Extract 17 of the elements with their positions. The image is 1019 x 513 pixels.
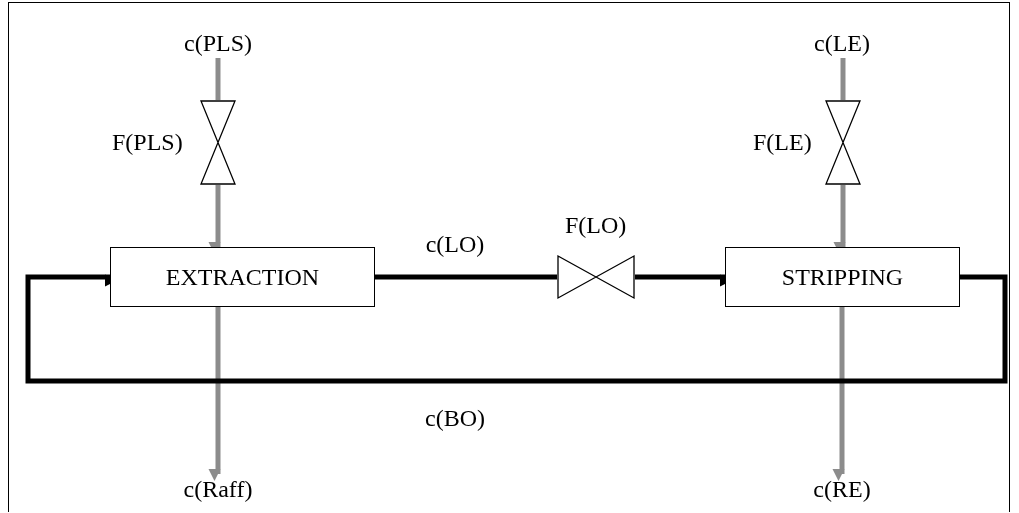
- process-box: EXTRACTION: [110, 247, 375, 307]
- process-box: STRIPPING: [725, 247, 960, 307]
- flow-arrow: [208, 307, 221, 481]
- valve-symbol: [557, 255, 635, 299]
- stream-label: c(PLS): [168, 28, 268, 58]
- stream-label: c(LE): [797, 28, 887, 58]
- flow-arrow: [832, 307, 845, 481]
- edge-label: c(LO): [425, 232, 485, 256]
- flow-label: F(LO): [565, 213, 627, 237]
- flow-label: F(LE): [753, 130, 812, 154]
- stream-label: c(RE): [792, 474, 892, 504]
- stream-label: c(Raff): [160, 474, 276, 504]
- valve-symbol: [200, 100, 236, 185]
- valve-symbol: [825, 100, 861, 185]
- flow-arrow: [25, 274, 1008, 384]
- flow-label: F(PLS): [112, 130, 183, 154]
- edge-label: c(BO): [425, 406, 485, 430]
